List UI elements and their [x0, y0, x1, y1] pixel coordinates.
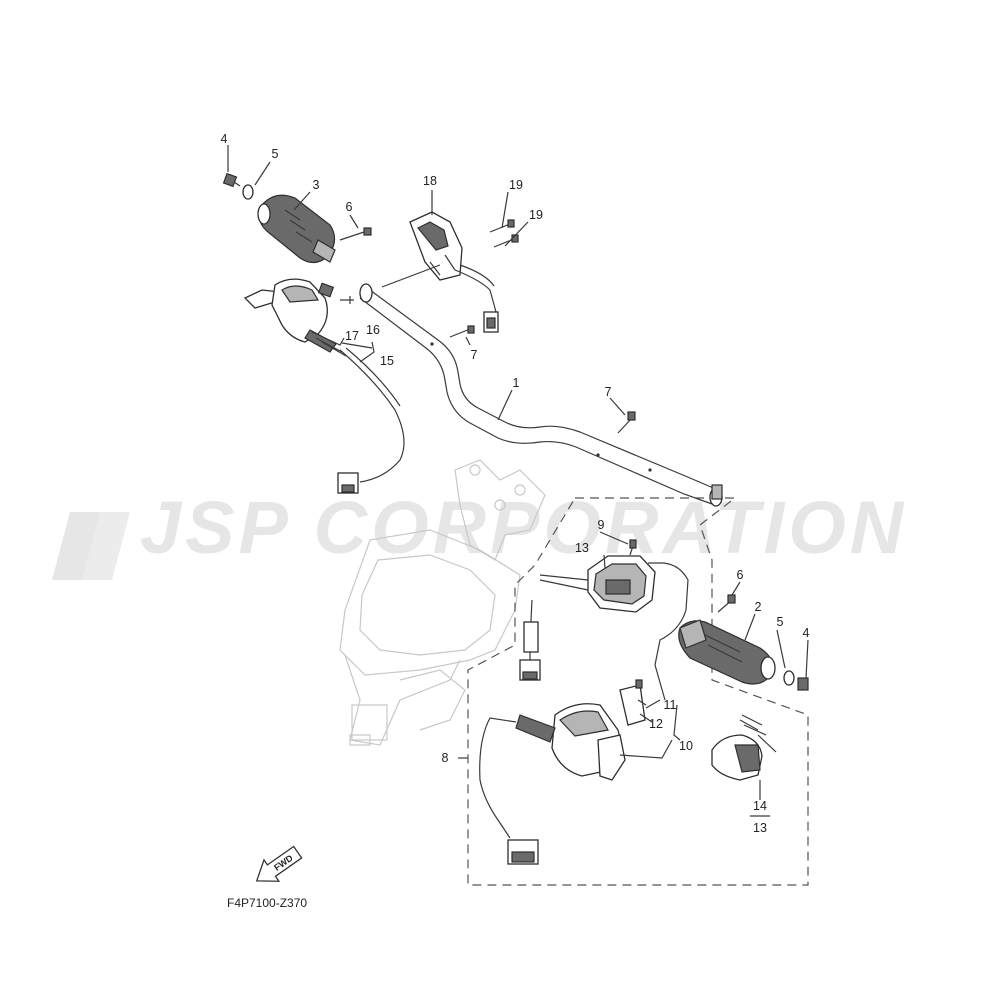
left-fasteners	[222, 172, 372, 304]
callout-7: 7	[605, 385, 612, 399]
left-cable	[337, 347, 405, 494]
frame-ghost	[339, 459, 546, 746]
callout-15: 15	[380, 354, 394, 368]
right-fasteners	[717, 594, 809, 691]
callout-19: 19	[509, 178, 523, 192]
diagram-code: F4P7100-Z370	[227, 896, 307, 910]
callout-16: 16	[366, 323, 380, 337]
callout-1: 1	[513, 376, 520, 390]
callout-6: 6	[346, 200, 353, 214]
left-grip	[257, 194, 336, 264]
callout-11: 11	[664, 698, 677, 712]
callout-5: 5	[272, 147, 279, 161]
fwd-arrow: FWD	[255, 845, 303, 882]
callout-6: 6	[737, 568, 744, 582]
right-grip	[678, 619, 776, 685]
callout-9: 9	[598, 518, 605, 532]
callout-10: 10	[679, 739, 693, 753]
callout-labels: 4 5 3 6 18 19 19 17 16 15 7 1 7 9 13 6 2…	[221, 132, 810, 835]
brake-lever	[711, 714, 777, 781]
callout-2: 2	[755, 600, 762, 614]
screws-19-7	[449, 219, 636, 434]
callout-5: 5	[777, 615, 784, 629]
callout-4: 4	[803, 626, 810, 640]
callout-4: 4	[221, 132, 228, 146]
callout-17: 17	[345, 329, 359, 343]
callout-18: 18	[423, 174, 437, 188]
right-connector	[519, 599, 541, 681]
callout-13: 13	[753, 821, 767, 835]
handlebar	[359, 283, 723, 507]
watermark-text: JSP CORPORATION	[140, 486, 907, 569]
callout-13: 13	[575, 541, 589, 555]
bracket-18	[381, 211, 499, 333]
right-switch-housing	[479, 679, 647, 865]
callout-14: 14	[753, 799, 767, 813]
callout-7: 7	[471, 348, 478, 362]
watermark-logo: JSP CORPORATION	[52, 486, 907, 580]
left-switch-housing	[243, 278, 347, 357]
assembly-8-outline	[467, 497, 809, 886]
callout-12: 12	[649, 717, 663, 731]
callout-19: 19	[529, 208, 543, 222]
leader-lines	[227, 145, 809, 817]
throttle-housing	[539, 539, 689, 701]
callout-3: 3	[313, 178, 320, 192]
callout-8: 8	[442, 751, 449, 765]
